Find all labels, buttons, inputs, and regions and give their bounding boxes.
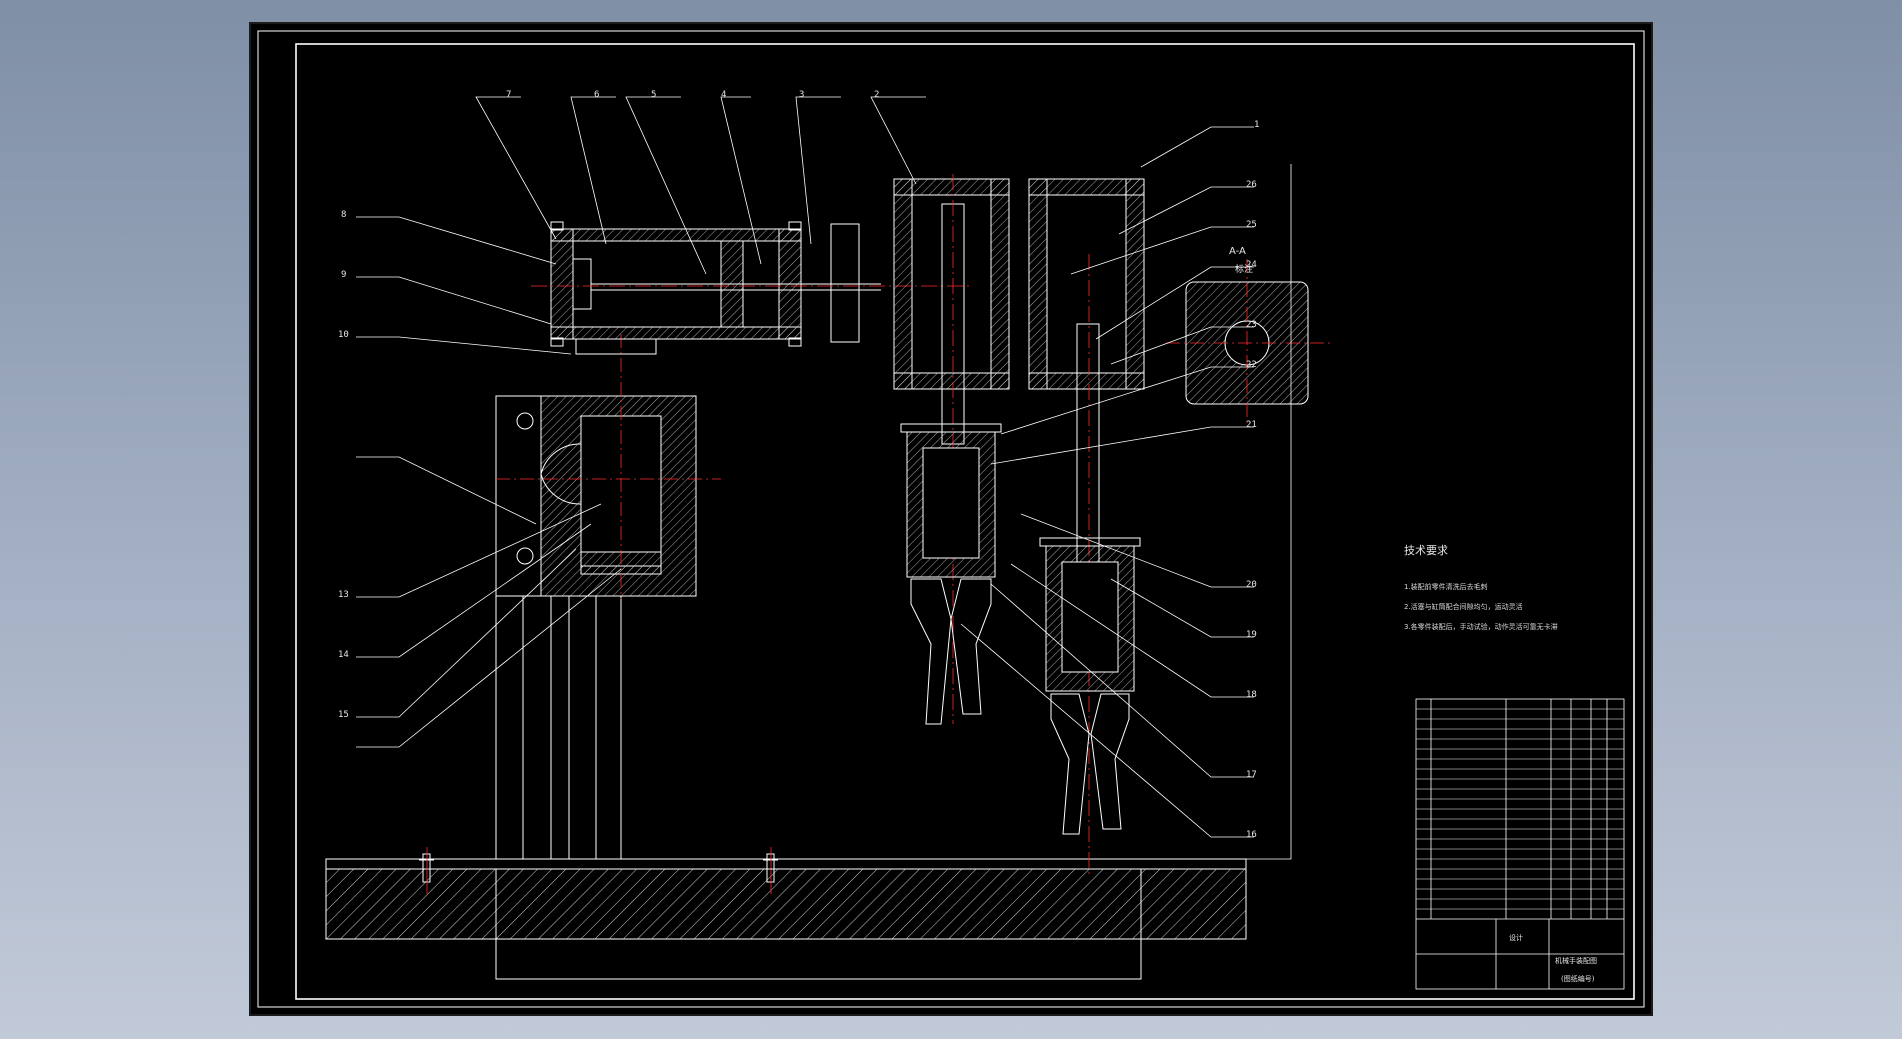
balloon-2: 2 [874, 90, 880, 100]
balloon-18: 18 [1246, 690, 1257, 700]
lift-cylinder-left [893, 174, 1010, 724]
balloon-7: 7 [506, 90, 512, 100]
balloon-16: 16 [1246, 830, 1257, 840]
balloon-15: 15 [338, 710, 349, 720]
rotary-housing [495, 334, 721, 599]
technical-requirement-3: 3.各零件装配后，手动试验，动作灵活可靠无卡滞 [1404, 623, 1558, 631]
outer-border [257, 30, 1645, 1008]
parts-list-rows [1416, 708, 1624, 910]
leader-lines [356, 96, 1292, 860]
balloon-4: 4 [721, 90, 727, 100]
balloon-3: 3 [799, 90, 805, 100]
balloon-9: 9 [341, 270, 347, 280]
balloon-23: 23 [1246, 320, 1257, 330]
assembly-drawing [257, 30, 1645, 1008]
balloon-14: 14 [338, 650, 349, 660]
balloon-20: 20 [1246, 580, 1257, 590]
balloon-21: 21 [1246, 420, 1257, 430]
section-plate [1166, 259, 1331, 424]
drawing-number: (图纸编号) [1561, 975, 1595, 983]
balloon-19: 19 [1246, 630, 1257, 640]
technical-requirements-title: 技术要求 [1404, 544, 1448, 557]
lift-cylinder-right [1028, 178, 1145, 874]
base-plate [325, 847, 1247, 980]
technical-requirement-1: 1.装配前零件清洗后去毛刺 [1404, 583, 1488, 591]
balloon-17: 17 [1246, 770, 1257, 780]
balloon-22: 22 [1246, 360, 1257, 370]
gripper-2 [1039, 537, 1141, 835]
horizontal-cylinder [531, 221, 971, 355]
balloon-10: 10 [338, 330, 349, 340]
balloon-13: 13 [338, 590, 349, 600]
section-view-label: A-A [1229, 246, 1246, 257]
balloon-26: 26 [1246, 180, 1257, 190]
balloon-25: 25 [1246, 220, 1257, 230]
title-block [1415, 698, 1625, 990]
balloon-8: 8 [341, 210, 347, 220]
drawing-name: 机械手装配图 [1555, 957, 1597, 965]
balloon-24: 24 [1246, 260, 1257, 270]
balloon-5: 5 [651, 90, 657, 100]
plate-caption: 标注 [1235, 265, 1254, 275]
column [495, 595, 622, 860]
technical-requirement-2: 2.活塞与缸筒配合间隙均匀，运动灵活 [1404, 603, 1523, 611]
inner-border [295, 43, 1635, 1000]
school-name: 设计 [1509, 934, 1523, 942]
gripper-1 [900, 423, 1002, 725]
balloon-6: 6 [594, 90, 600, 100]
balloon-1: 1 [1254, 120, 1260, 130]
